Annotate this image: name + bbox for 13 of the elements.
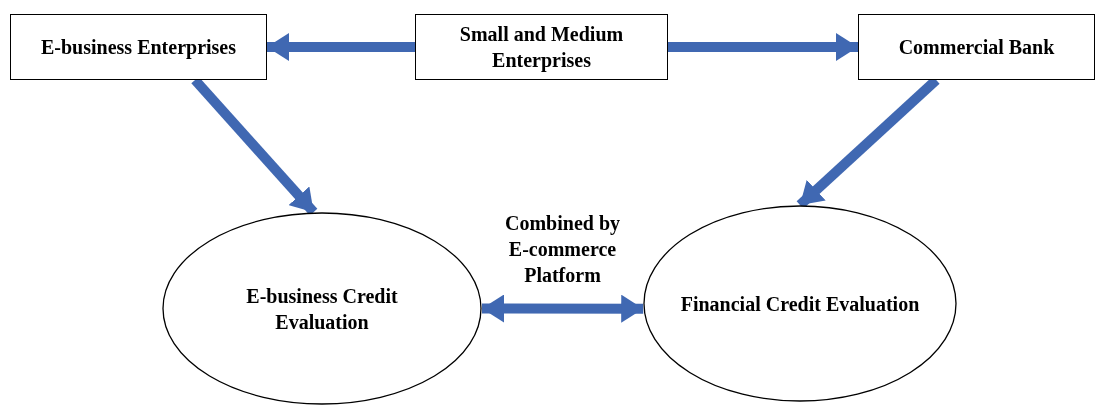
ellipse-node <box>162 212 482 405</box>
node-text: E-business Credit Evaluation <box>245 283 399 335</box>
process-box <box>415 14 668 80</box>
node-text: Commercial Bank <box>898 35 1055 60</box>
block-arrow <box>482 294 644 323</box>
node-text: Small and Medium Enterprises <box>458 22 625 73</box>
node-text: E-business Enterprises <box>41 35 236 60</box>
ellipse-node <box>643 205 957 402</box>
block-arrow <box>668 33 858 61</box>
process-box <box>10 14 267 80</box>
block-arrow <box>267 33 415 61</box>
process-box <box>858 14 1095 80</box>
node-text: Financial Credit Evaluation <box>680 291 920 317</box>
